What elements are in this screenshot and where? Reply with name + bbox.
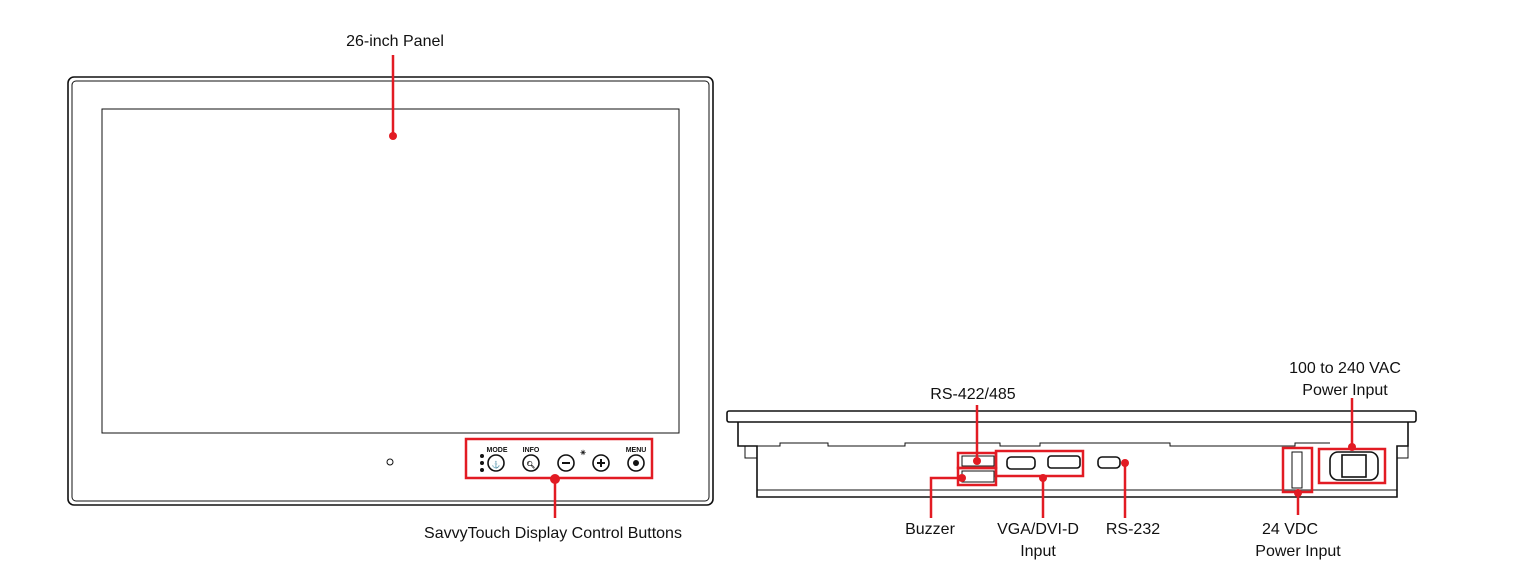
dc-label: 24 VDC (1262, 521, 1318, 538)
plus-icon (597, 459, 605, 467)
search-icon: 🔍︎ (527, 460, 536, 469)
mode-button[interactable] (487, 454, 505, 472)
menu-label: MENU (626, 447, 647, 454)
ac-inlet (1329, 451, 1379, 481)
dc-label-2: Power Input (1255, 543, 1341, 560)
rear-housing (737, 422, 1409, 498)
rear-view: RS-422/485 Buzzer VGA/DVI-D Input RS-232… (726, 360, 1417, 560)
rs232-label: RS-232 (1106, 521, 1160, 538)
front-view: ⚓ MODE 🔍︎ INFO ✳ MENU 26-inch Panel Savv… (67, 33, 714, 542)
rear-bezel (726, 410, 1417, 423)
minus-button[interactable] (557, 454, 575, 472)
brightness-icon: ✳ (580, 449, 586, 457)
info-button[interactable] (522, 454, 540, 472)
buttons-label: SavvyTouch Display Control Buttons (424, 525, 682, 542)
dc-connector (1291, 451, 1303, 489)
ac-label-2: Power Input (1302, 382, 1388, 399)
ac-label: 100 to 240 VAC (1289, 360, 1401, 377)
panel-label: 26-inch Panel (346, 33, 444, 50)
control-buttons: ⚓ MODE 🔍︎ INFO ✳ MENU (480, 447, 646, 472)
rs422-label: RS-422/485 (930, 386, 1015, 403)
info-label: INFO (523, 447, 540, 454)
front-bezel (67, 76, 714, 506)
dvi-connector (1047, 455, 1081, 469)
menu-button[interactable] (627, 454, 645, 472)
light-sensor (386, 458, 394, 466)
anchor-icon: ⚓ (492, 460, 501, 469)
vga-connector (1006, 456, 1036, 470)
power-icon (633, 460, 639, 466)
mode-label: MODE (487, 447, 508, 454)
vga-label-2: Input (1020, 543, 1056, 560)
buzzer-connector (961, 470, 995, 483)
rs232-connector (1097, 456, 1121, 469)
vga-label: VGA/DVI-D (997, 521, 1079, 538)
screen (101, 108, 680, 434)
buzzer-label: Buzzer (905, 521, 955, 538)
plus-button[interactable] (592, 454, 610, 472)
